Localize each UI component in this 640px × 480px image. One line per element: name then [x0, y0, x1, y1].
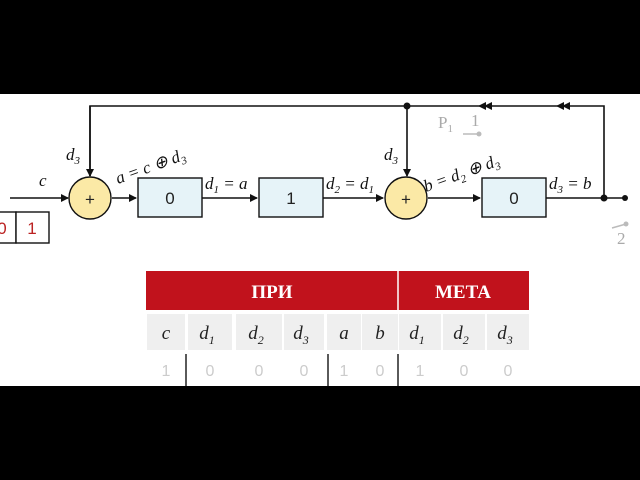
feedback-label-1: d3: [66, 145, 81, 167]
column-header-cell: [236, 314, 282, 350]
state-table: ПРИ МЕТА c d1 d2 d3 a b d1 d2 d3 1 0 0 0 1 0 1 0 0: [146, 271, 529, 386]
table-cell: 0: [376, 363, 385, 380]
column-header-cell: [399, 314, 441, 350]
slide-frame: P1 1 2 0 1 + + 0 1 0 c d3 d3 a = c ⊕ d3: [0, 94, 640, 386]
input-bit: 0: [0, 219, 7, 238]
column-header: d2: [248, 323, 264, 347]
column-header-cell: [147, 314, 185, 350]
switch-p1: P1 1 2: [438, 111, 629, 248]
direction-marker: [556, 102, 564, 110]
direction-marker: [478, 102, 486, 110]
column-header-cell: [487, 314, 529, 350]
column-header-cell: [188, 314, 232, 350]
column-header: a: [339, 323, 349, 344]
switch-dot: [476, 131, 482, 137]
plus-icon: +: [401, 190, 411, 209]
adder-1: +: [68, 176, 112, 220]
register-3: 0: [481, 177, 547, 218]
switch-pos-2: 2: [617, 229, 626, 248]
column-header: d1: [199, 323, 215, 347]
register-2-value: 1: [286, 189, 295, 208]
svg-text:P1: P1: [438, 113, 453, 135]
register-2: 1: [258, 177, 324, 218]
output-terminal: [622, 195, 628, 201]
column-header-cell: [327, 314, 361, 350]
encoder-diagram: P1 1 2 0 1 + + 0 1 0 c d3 d3 a = c ⊕ d3: [0, 102, 629, 386]
column-header-cell: [362, 314, 398, 350]
header-group-left: ПРИ: [251, 282, 292, 303]
direction-marker: [484, 102, 492, 110]
junction-dot: [403, 102, 411, 110]
header-group-right: МЕТА: [435, 282, 491, 303]
eq-d2: d2 = d1: [326, 174, 374, 196]
table-cell: 1: [162, 363, 171, 380]
feedback-label-2: d3: [384, 145, 399, 167]
switch-pos-1: 1: [471, 111, 480, 130]
register-1: 0: [137, 177, 203, 218]
table-cell: 0: [255, 363, 264, 380]
column-header: b: [375, 323, 385, 344]
column-header: d2: [453, 323, 469, 347]
eq-d3: d3 = b: [549, 174, 591, 196]
table-cell: 1: [340, 363, 349, 380]
table-cell: 0: [206, 363, 215, 380]
input-stream: 0 1: [0, 211, 50, 244]
eq-d1: d1 = a: [205, 174, 247, 196]
table-cell: 0: [300, 363, 309, 380]
table-rows: 1 0 0 0 1 0 1 0 0: [162, 363, 513, 380]
input-bit: 1: [27, 219, 36, 238]
input-bit-box: [15, 211, 50, 244]
input-label: c: [39, 171, 47, 190]
adder-2: +: [384, 176, 428, 220]
register-1-value: 0: [165, 189, 174, 208]
register-3-value: 0: [509, 189, 518, 208]
column-header: d3: [497, 323, 513, 347]
column-header: d1: [409, 323, 425, 347]
column-header: d3: [293, 323, 309, 347]
table-header-bar: [146, 271, 529, 310]
direction-marker: [562, 102, 570, 110]
table-cell: 0: [504, 363, 513, 380]
table-cell: 1: [416, 363, 425, 380]
switch-dot: [623, 221, 629, 227]
table-cell: 0: [460, 363, 469, 380]
junction-dot: [600, 194, 608, 202]
column-header-cell: [284, 314, 324, 350]
column-header: c: [162, 323, 171, 344]
column-header-cell: [443, 314, 485, 350]
plus-icon: +: [85, 190, 95, 209]
wires: [10, 102, 628, 202]
column-headers: c d1 d2 d3 a b d1 d2 d3: [147, 314, 529, 350]
